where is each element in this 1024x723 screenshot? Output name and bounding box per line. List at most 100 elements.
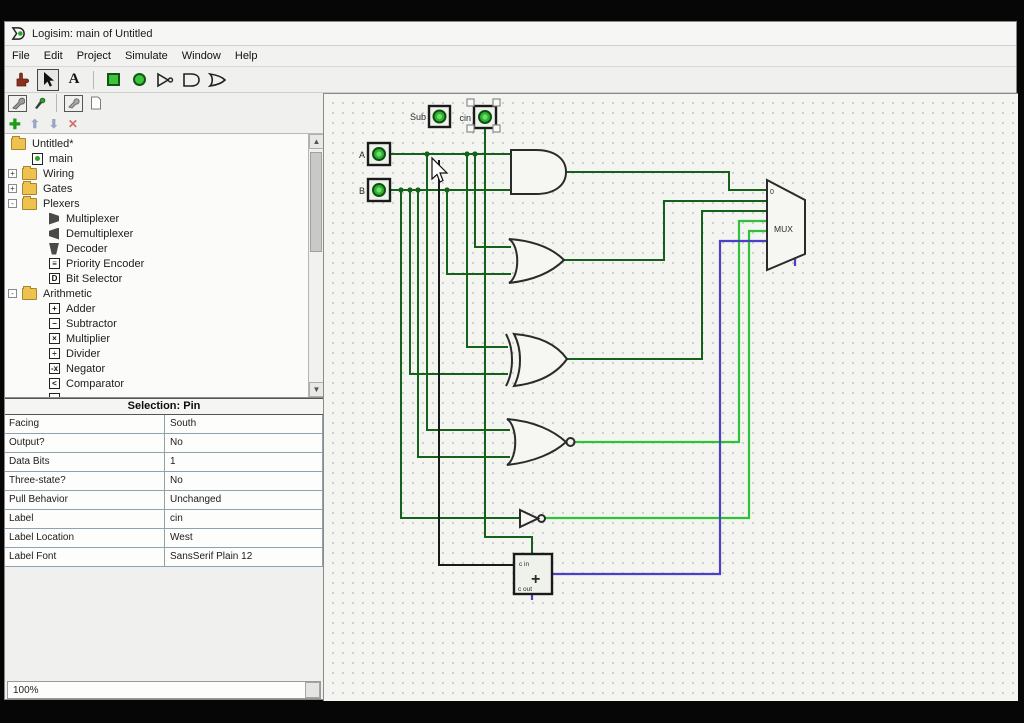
edit-tool-button[interactable] <box>64 95 83 112</box>
scrollbar-thumb[interactable] <box>310 152 322 252</box>
tree-item-main[interactable]: main <box>5 151 308 166</box>
wires-float[interactable] <box>532 241 795 600</box>
tree-item-divider[interactable]: ÷Divider <box>5 346 308 361</box>
poke-alt-button[interactable] <box>30 95 49 112</box>
menu-edit[interactable]: Edit <box>44 50 63 62</box>
remove-circuit-icon[interactable]: ✕ <box>68 118 78 130</box>
tree-item-multiplexer[interactable]: Multiplexer <box>5 211 308 226</box>
attribute-value[interactable]: No <box>165 434 323 452</box>
title-bar: Logisim: main of Untitled <box>5 22 1016 46</box>
attribute-value[interactable]: cin <box>165 510 323 528</box>
adder-cin-label: c in <box>519 561 530 568</box>
attribute-table: Facing South Output? No Data Bits 1 Thre… <box>5 415 323 567</box>
tree-item-decoder[interactable]: Decoder <box>5 241 308 256</box>
attribute-value[interactable]: SansSerif Plain 12 <box>165 548 323 566</box>
or-gate-icon <box>207 72 227 88</box>
scroll-down-icon[interactable]: ▼ <box>309 382 323 397</box>
wire-in-progress[interactable] <box>439 160 514 565</box>
move-circuit-up-icon[interactable]: ⬆ <box>30 118 40 130</box>
input-pin-cin[interactable]: cin <box>459 99 500 132</box>
attribute-value[interactable]: Unchanged <box>165 491 323 509</box>
multiplexer-component[interactable]: 0 MUX <box>767 180 805 270</box>
tree-item-bit-selector[interactable]: DBit Selector <box>5 271 308 286</box>
menu-help[interactable]: Help <box>235 50 258 62</box>
menu-project[interactable]: Project <box>77 50 111 62</box>
attribute-value[interactable]: 1 <box>165 453 323 471</box>
tree-item-partial[interactable] <box>5 391 308 398</box>
menu-simulate[interactable]: Simulate <box>125 50 168 62</box>
tree-item-label: Decoder <box>66 243 108 255</box>
select-tool-button[interactable] <box>37 69 59 91</box>
tree-item-gates[interactable]: +Gates <box>5 181 308 196</box>
tree-item-untitled-[interactable]: Untitled* <box>5 136 308 151</box>
tree-item-demultiplexer[interactable]: Demultiplexer <box>5 226 308 241</box>
tree-item-arithmetic[interactable]: -Arithmetic <box>5 286 308 301</box>
input-pin-icon <box>107 73 120 86</box>
window-title: Logisim: main of Untitled <box>32 28 152 40</box>
expander-icon[interactable]: - <box>8 289 17 298</box>
attribute-value[interactable]: No <box>165 472 323 490</box>
and-gate-tool-button[interactable] <box>180 69 202 91</box>
tree-item-priority-encoder[interactable]: ≡Priority Encoder <box>5 256 308 271</box>
adder-icon: + <box>49 303 60 314</box>
adder-cout-label: c out <box>518 586 532 593</box>
pin-label-sub: Sub <box>410 112 426 122</box>
menu-window[interactable]: Window <box>182 50 221 62</box>
attribute-row: Pull Behavior Unchanged <box>5 491 323 510</box>
toolbar-separator <box>93 71 94 89</box>
expander-icon[interactable]: + <box>8 184 17 193</box>
nor-gate[interactable] <box>507 419 575 465</box>
subtractor-icon: − <box>49 318 60 329</box>
expander-icon[interactable]: + <box>8 169 17 178</box>
wrench-button[interactable] <box>8 95 27 112</box>
attribute-name: Data Bits <box>5 453 165 471</box>
text-tool-button[interactable]: A <box>63 69 85 91</box>
attribute-row: Label cin <box>5 510 323 529</box>
input-pin-b[interactable]: B <box>359 179 390 201</box>
or-gate-tool-button[interactable] <box>206 69 228 91</box>
logisim-app-icon <box>11 26 26 41</box>
zoom-control[interactable]: 100% ▲ ▼ <box>7 681 321 699</box>
attribute-row: Data Bits 1 <box>5 453 323 472</box>
scroll-up-icon[interactable]: ▲ <box>309 134 323 149</box>
tree-item-wiring[interactable]: +Wiring <box>5 166 308 181</box>
tree-item-adder[interactable]: +Adder <box>5 301 308 316</box>
move-circuit-down-icon[interactable]: ⬇ <box>49 118 59 130</box>
input-pin-sub[interactable]: Sub <box>410 106 450 127</box>
not-gate-tool-button[interactable] <box>154 69 176 91</box>
output-pin-tool-button[interactable] <box>128 69 150 91</box>
tree-item-comparator[interactable]: <Comparator <box>5 376 308 391</box>
add-circuit-icon[interactable]: ✚ <box>9 117 21 131</box>
divider-icon: ÷ <box>49 348 60 359</box>
attribute-row: Facing South <box>5 415 323 434</box>
tree-item-plexers[interactable]: -Plexers <box>5 196 308 211</box>
circuit-canvas[interactable]: Sub cin A B <box>323 93 1018 701</box>
attribute-row: Label Font SansSerif Plain 12 <box>5 548 323 567</box>
input-pin-tool-button[interactable] <box>102 69 124 91</box>
tree-item-label: Bit Selector <box>66 273 122 285</box>
input-pin-a[interactable]: A <box>359 143 390 165</box>
select-arrow-icon <box>40 71 56 88</box>
wires-high[interactable] <box>545 221 767 518</box>
and-gate[interactable] <box>511 150 566 194</box>
demultiplexer-icon <box>49 228 59 240</box>
attribute-name: Label Location <box>5 529 165 547</box>
attribute-value[interactable]: West <box>165 529 323 547</box>
attribute-value[interactable]: South <box>165 415 323 433</box>
poke-tool-button[interactable] <box>11 69 33 91</box>
or-gate[interactable] <box>509 239 564 283</box>
new-file-button[interactable] <box>86 95 105 112</box>
tree-item-negator[interactable]: -xNegator <box>5 361 308 376</box>
adder-component[interactable]: c in + c out <box>514 554 552 594</box>
tree-item-subtractor[interactable]: −Subtractor <box>5 316 308 331</box>
menu-file[interactable]: File <box>12 50 30 62</box>
tree-scrollbar[interactable]: ▲ ▼ <box>308 134 323 397</box>
circuit-list-toolbar: ✚ ⬆ ⬇ ✕ <box>5 114 323 133</box>
xor-gate[interactable] <box>506 334 567 386</box>
not-gate[interactable] <box>520 510 545 527</box>
explorer-pane: Untitled*main+Wiring+Gates-PlexersMultip… <box>5 133 323 398</box>
expander-icon[interactable]: - <box>8 199 17 208</box>
blank-page-icon <box>90 96 102 110</box>
tree-item-multiplier[interactable]: ×Multiplier <box>5 331 308 346</box>
resize-grip[interactable] <box>305 682 320 698</box>
